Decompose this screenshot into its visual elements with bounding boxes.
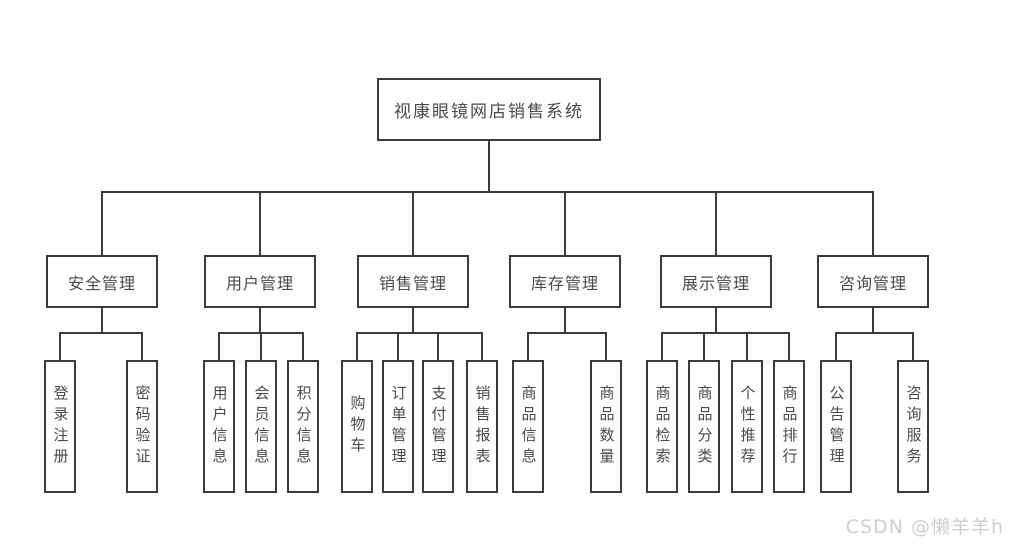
connector-line [59, 332, 143, 334]
connector-line [564, 192, 566, 255]
leaf-node: 购物车 [341, 360, 373, 493]
leaf-node: 商品信息 [512, 360, 544, 493]
connector-line [481, 333, 483, 360]
connector-line [259, 192, 261, 255]
connector-line [661, 332, 790, 334]
leaf-node: 个性推荐 [731, 360, 763, 493]
connector-line [259, 308, 261, 333]
branch-node-label: 咨询管理 [838, 273, 907, 293]
leaf-node-label: 登录注册 [51, 384, 70, 469]
leaf-node-label: 销售报表 [473, 384, 492, 469]
connector-line [715, 308, 717, 333]
connector-line [661, 333, 663, 360]
leaf-node: 会员信息 [245, 360, 277, 493]
leaf-node: 公告管理 [820, 360, 852, 493]
leaf-node: 密码验证 [126, 360, 158, 493]
root-node-label: 视康眼镜网店销售系统 [394, 102, 584, 122]
leaf-node-label: 积分信息 [294, 384, 313, 469]
connector-line [101, 191, 874, 193]
leaf-node: 商品分类 [688, 360, 720, 493]
leaf-node-label: 商品信息 [519, 384, 538, 469]
branch-node-label: 销售管理 [378, 273, 447, 293]
leaf-node: 订单管理 [382, 360, 414, 493]
leaf-node-label: 订单管理 [389, 384, 408, 469]
connector-line [527, 333, 529, 360]
connector-line [141, 333, 143, 360]
connector-line [356, 333, 358, 360]
connector-line [835, 332, 914, 334]
connector-line [101, 308, 103, 333]
leaf-node: 商品排行 [773, 360, 805, 493]
connector-line [437, 333, 439, 360]
watermark: CSDN @懒羊羊h [845, 516, 1004, 538]
leaf-node: 咨询服务 [897, 360, 929, 493]
branch-node-label: 展示管理 [681, 273, 750, 293]
leaf-node-label: 密码验证 [133, 384, 152, 469]
leaf-node-label: 购物车 [348, 395, 367, 458]
connector-line [703, 333, 705, 360]
connector-line [746, 333, 748, 360]
leaf-node: 销售报表 [466, 360, 498, 493]
leaf-node-label: 商品检索 [653, 384, 672, 469]
leaf-node-label: 咨询服务 [904, 384, 923, 469]
connector-line [302, 333, 304, 360]
branch-node: 销售管理 [357, 255, 469, 308]
leaf-node: 商品数量 [590, 360, 622, 493]
branch-node: 展示管理 [660, 255, 772, 308]
branch-node-label: 用户管理 [225, 273, 294, 293]
connector-line [59, 333, 61, 360]
connector-line [260, 333, 262, 360]
connector-line [412, 308, 414, 333]
connector-line [397, 333, 399, 360]
leaf-node-label: 商品分类 [695, 384, 714, 469]
leaf-node-label: 商品数量 [597, 384, 616, 469]
leaf-node-label: 商品排行 [780, 384, 799, 469]
connector-line [872, 308, 874, 333]
connector-line [527, 332, 607, 334]
leaf-node-label: 公告管理 [827, 384, 846, 469]
connector-line [101, 192, 103, 255]
root-node: 视康眼镜网店销售系统 [377, 78, 601, 141]
branch-node: 咨询管理 [817, 255, 929, 308]
branch-node-label: 安全管理 [67, 273, 136, 293]
leaf-node-label: 支付管理 [429, 384, 448, 469]
connector-line [488, 141, 490, 192]
leaf-node: 登录注册 [44, 360, 76, 493]
connector-line [788, 333, 790, 360]
leaf-node: 商品检索 [646, 360, 678, 493]
leaf-node-label: 个性推荐 [738, 384, 757, 469]
connector-line [356, 332, 483, 334]
connector-line [715, 192, 717, 255]
branch-node-label: 库存管理 [530, 273, 599, 293]
branch-node: 库存管理 [509, 255, 621, 308]
branch-node: 用户管理 [204, 255, 316, 308]
leaf-node-label: 会员信息 [252, 384, 271, 469]
connector-line [218, 333, 220, 360]
connector-line [912, 333, 914, 360]
connector-line [412, 192, 414, 255]
leaf-node: 用户信息 [203, 360, 235, 493]
leaf-node: 支付管理 [422, 360, 454, 493]
leaf-node: 积分信息 [287, 360, 319, 493]
connector-line [872, 192, 874, 255]
connector-line [564, 308, 566, 333]
connector-line [835, 333, 837, 360]
connector-line [605, 333, 607, 360]
leaf-node-label: 用户信息 [210, 384, 229, 469]
branch-node: 安全管理 [46, 255, 158, 308]
